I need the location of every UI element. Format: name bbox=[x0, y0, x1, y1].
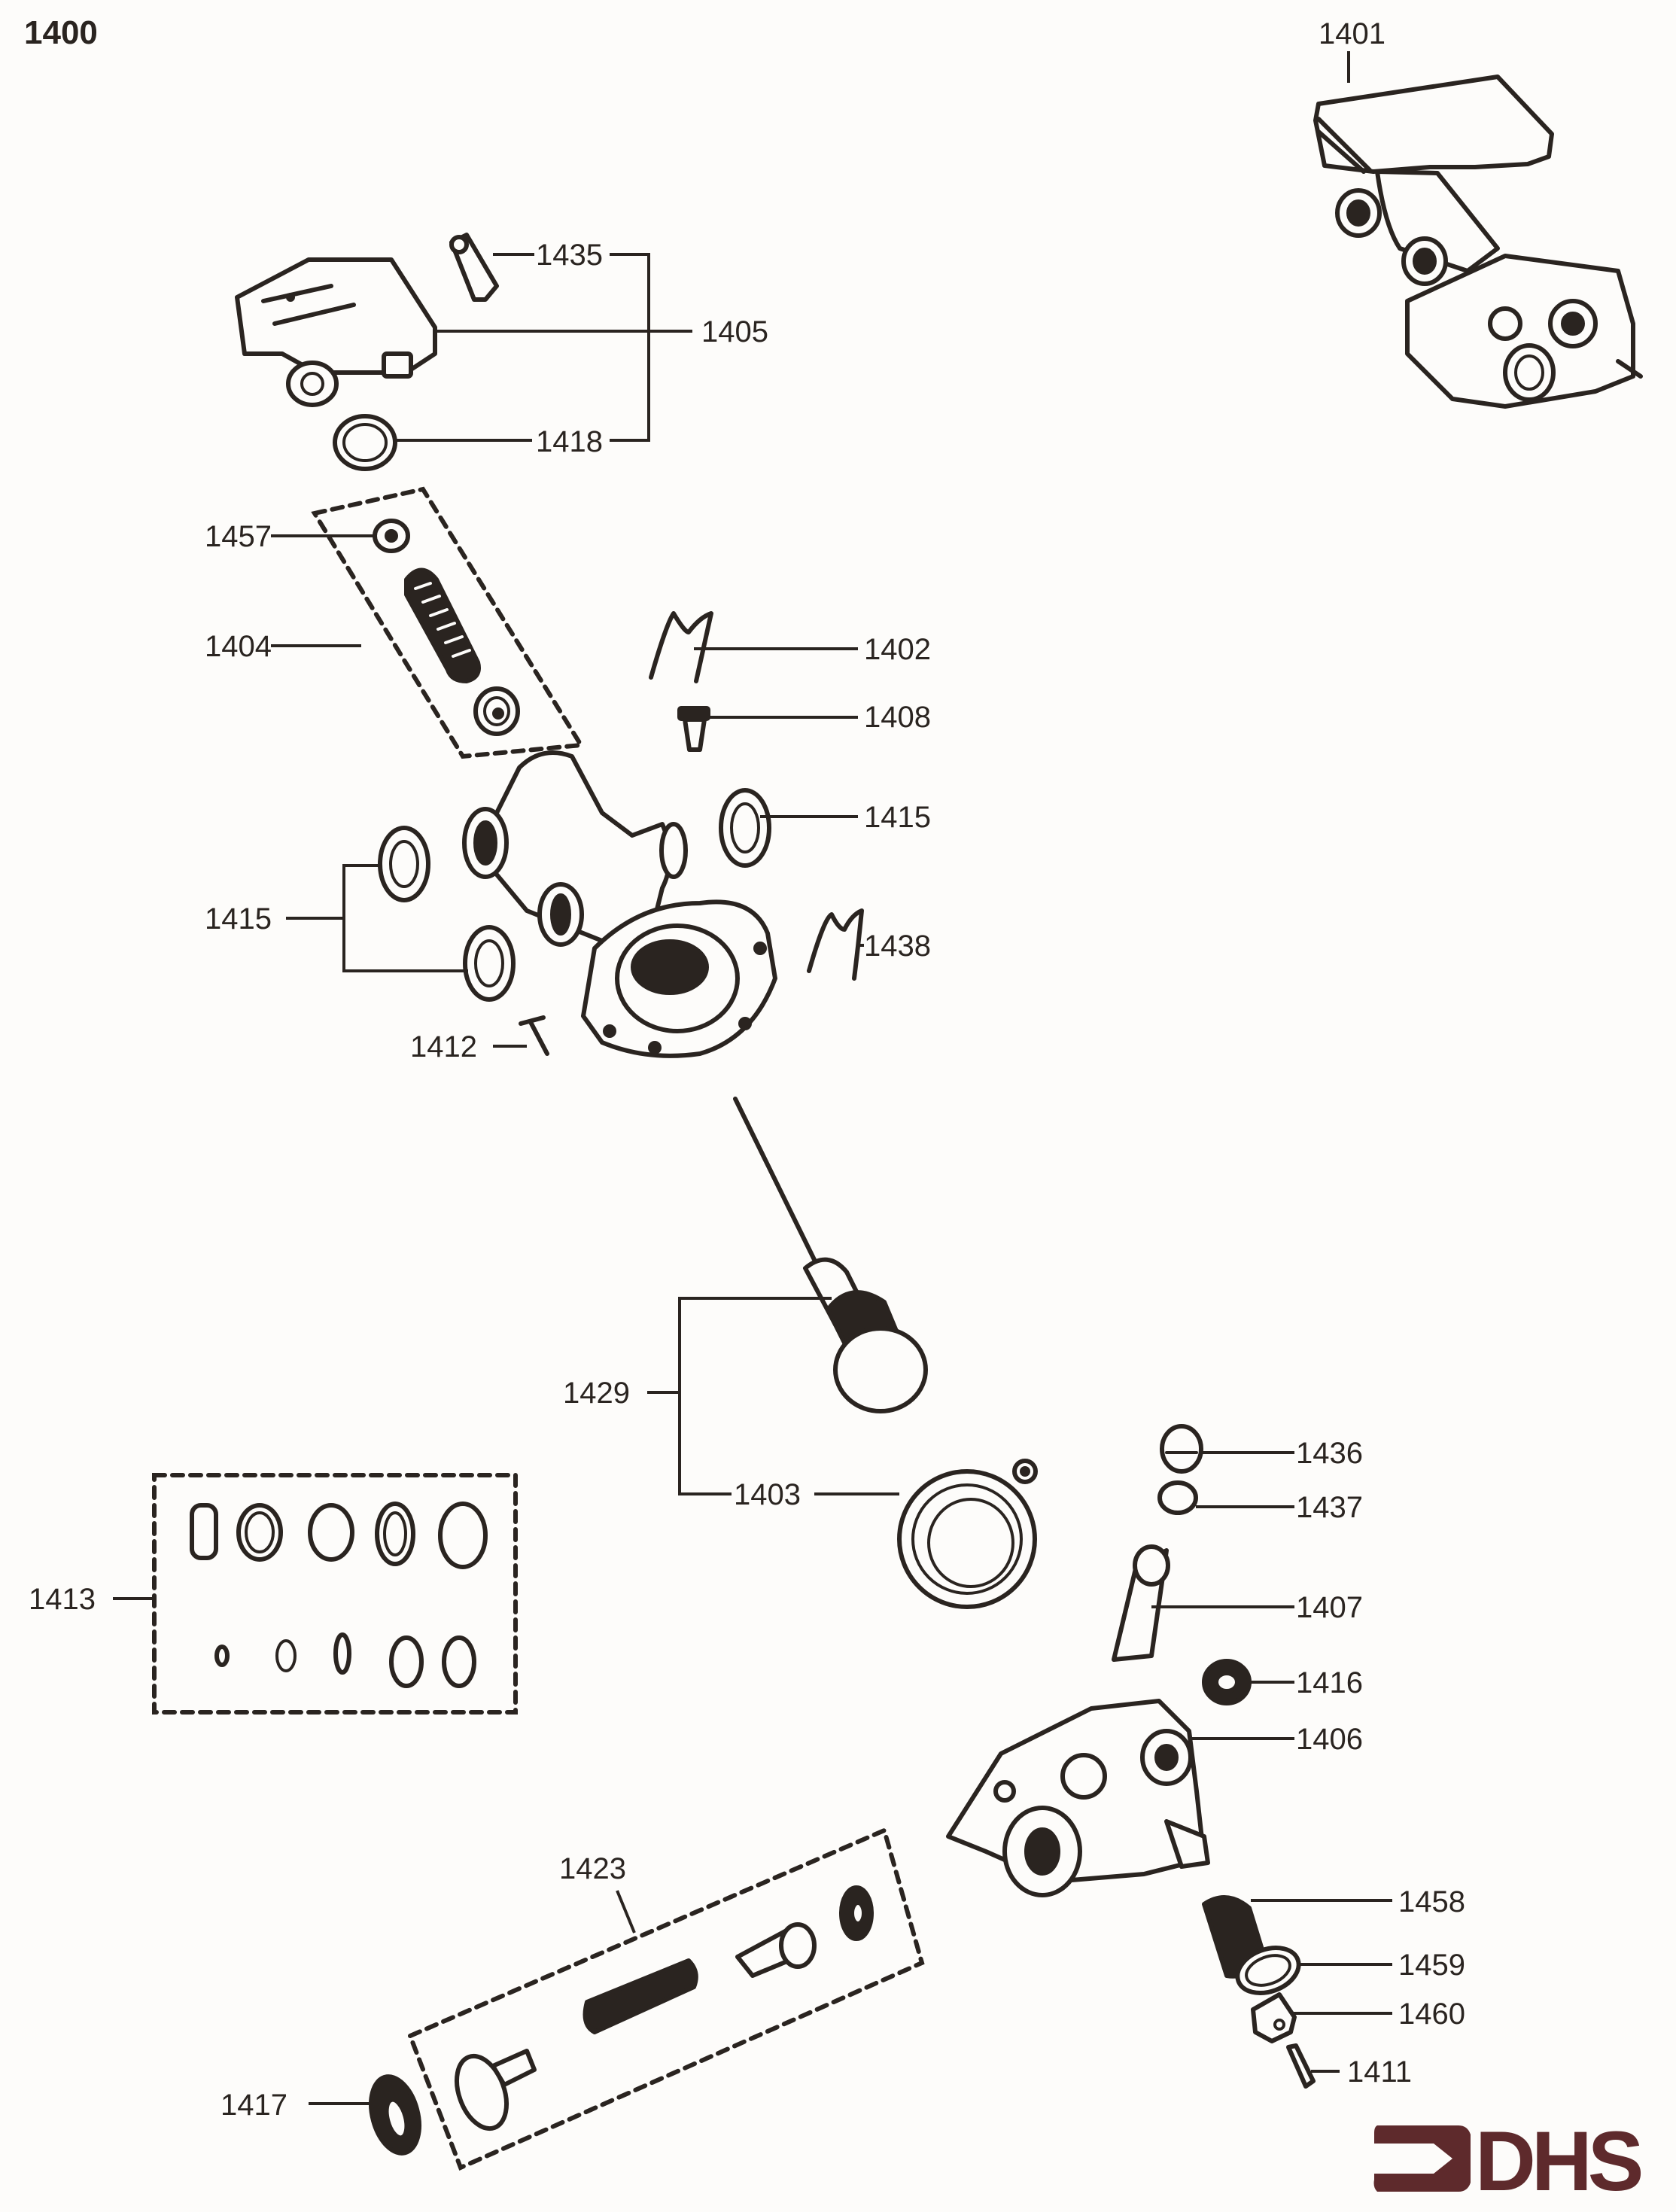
callout-1423[interactable]: 1423 bbox=[559, 1852, 626, 1885]
part-1459-o-ring-icon[interactable] bbox=[1231, 1940, 1305, 2001]
bracket-1429-group bbox=[678, 1297, 832, 1495]
part-1423-screw-icon[interactable] bbox=[735, 1922, 817, 1978]
part-1415-washer-lower-icon[interactable] bbox=[463, 925, 516, 1002]
part-1404-retainer-icon[interactable] bbox=[473, 686, 520, 736]
part-1438-clip-icon[interactable] bbox=[807, 908, 864, 981]
callout-1429[interactable]: 1429 bbox=[563, 1377, 630, 1410]
callout-1405[interactable]: 1405 bbox=[701, 315, 768, 348]
callout-1459[interactable]: 1459 bbox=[1398, 1949, 1465, 1982]
part-1423-washer-icon[interactable] bbox=[839, 1885, 874, 1941]
callout-1412[interactable]: 1412 bbox=[410, 1030, 477, 1063]
part-1415-washer-upper-icon[interactable] bbox=[378, 826, 430, 902]
part-1401-assembled-unit-icon[interactable] bbox=[1313, 75, 1643, 409]
callout-1411[interactable]: 1411 bbox=[1347, 2055, 1412, 2089]
page-number: 1400 bbox=[24, 14, 98, 51]
callout-1418[interactable]: 1418 bbox=[536, 425, 603, 458]
part-1429-piston-rod-icon[interactable] bbox=[733, 1097, 928, 1413]
bracket-1405-group bbox=[610, 253, 650, 442]
part-1403-diaphragm-gasket-icon[interactable] bbox=[897, 1459, 1038, 1609]
callout-1413[interactable]: 1413 bbox=[29, 1583, 96, 1616]
part-1411-nipple-fitting-icon[interactable] bbox=[1286, 2043, 1316, 2089]
logo-text: DHS bbox=[1475, 2114, 1641, 2208]
part-1437-o-ring-icon[interactable] bbox=[1157, 1480, 1198, 1515]
part-1406-valve-body-icon[interactable] bbox=[946, 1699, 1210, 1897]
callout-1457[interactable]: 1457 bbox=[205, 520, 272, 553]
callout-1436[interactable]: 1436 bbox=[1296, 1437, 1363, 1470]
callout-1406[interactable]: 1406 bbox=[1296, 1723, 1363, 1756]
callout-1437[interactable]: 1437 bbox=[1296, 1491, 1363, 1524]
callout-1458[interactable]: 1458 bbox=[1398, 1885, 1465, 1918]
part-1412-pin-icon[interactable] bbox=[519, 1015, 549, 1056]
dhs-logo: DHS bbox=[1373, 2114, 1646, 2208]
callout-1438[interactable]: 1438 bbox=[864, 930, 931, 963]
kit-box-1404 bbox=[311, 486, 586, 759]
callout-1401[interactable]: 1401 bbox=[1319, 17, 1386, 50]
part-1460-hex-nut-icon[interactable] bbox=[1251, 1992, 1297, 2043]
part-1405-cover-housing-icon[interactable] bbox=[235, 257, 437, 407]
callout-1408[interactable]: 1408 bbox=[864, 701, 931, 734]
leader-line-1423 bbox=[616, 1890, 636, 1934]
part-1404-spring-icon[interactable] bbox=[404, 567, 481, 683]
callout-1415-right[interactable]: 1415 bbox=[864, 801, 931, 834]
part-1423-spring-icon[interactable] bbox=[582, 1958, 698, 2034]
part-1415-washer-right-icon[interactable] bbox=[719, 788, 771, 868]
part-1435-clip-icon[interactable] bbox=[449, 233, 499, 302]
part-1413-o-ring-set-icon[interactable] bbox=[190, 1502, 488, 1688]
part-housing-body-icon[interactable] bbox=[462, 750, 777, 1058]
part-1423-valve-head-icon[interactable] bbox=[448, 2049, 537, 2135]
kit-box-1413 bbox=[152, 1473, 518, 1715]
callout-1435[interactable]: 1435 bbox=[536, 239, 603, 272]
callout-1416[interactable]: 1416 bbox=[1296, 1666, 1363, 1699]
callout-1407[interactable]: 1407 bbox=[1296, 1591, 1363, 1624]
part-1402-clip-icon[interactable] bbox=[649, 611, 713, 683]
part-1417-seal-disc-icon[interactable] bbox=[363, 2071, 427, 2159]
part-1436-cap-nut-icon[interactable] bbox=[1160, 1424, 1203, 1474]
callout-1402[interactable]: 1402 bbox=[864, 633, 931, 666]
part-1408-screw-icon[interactable] bbox=[677, 706, 710, 752]
callout-1417[interactable]: 1417 bbox=[221, 2089, 287, 2122]
part-1407-shaft-pin-icon[interactable] bbox=[1112, 1544, 1170, 1662]
callout-1460[interactable]: 1460 bbox=[1398, 1997, 1465, 2031]
part-1416-seal-washer-icon[interactable] bbox=[1202, 1659, 1252, 1705]
arrow-logo-icon bbox=[1373, 2125, 1471, 2192]
kit-box-1423 bbox=[407, 1827, 925, 2171]
callout-1415-left[interactable]: 1415 bbox=[205, 902, 272, 936]
callout-1404[interactable]: 1404 bbox=[205, 630, 272, 663]
callout-1403[interactable]: 1403 bbox=[734, 1478, 801, 1511]
